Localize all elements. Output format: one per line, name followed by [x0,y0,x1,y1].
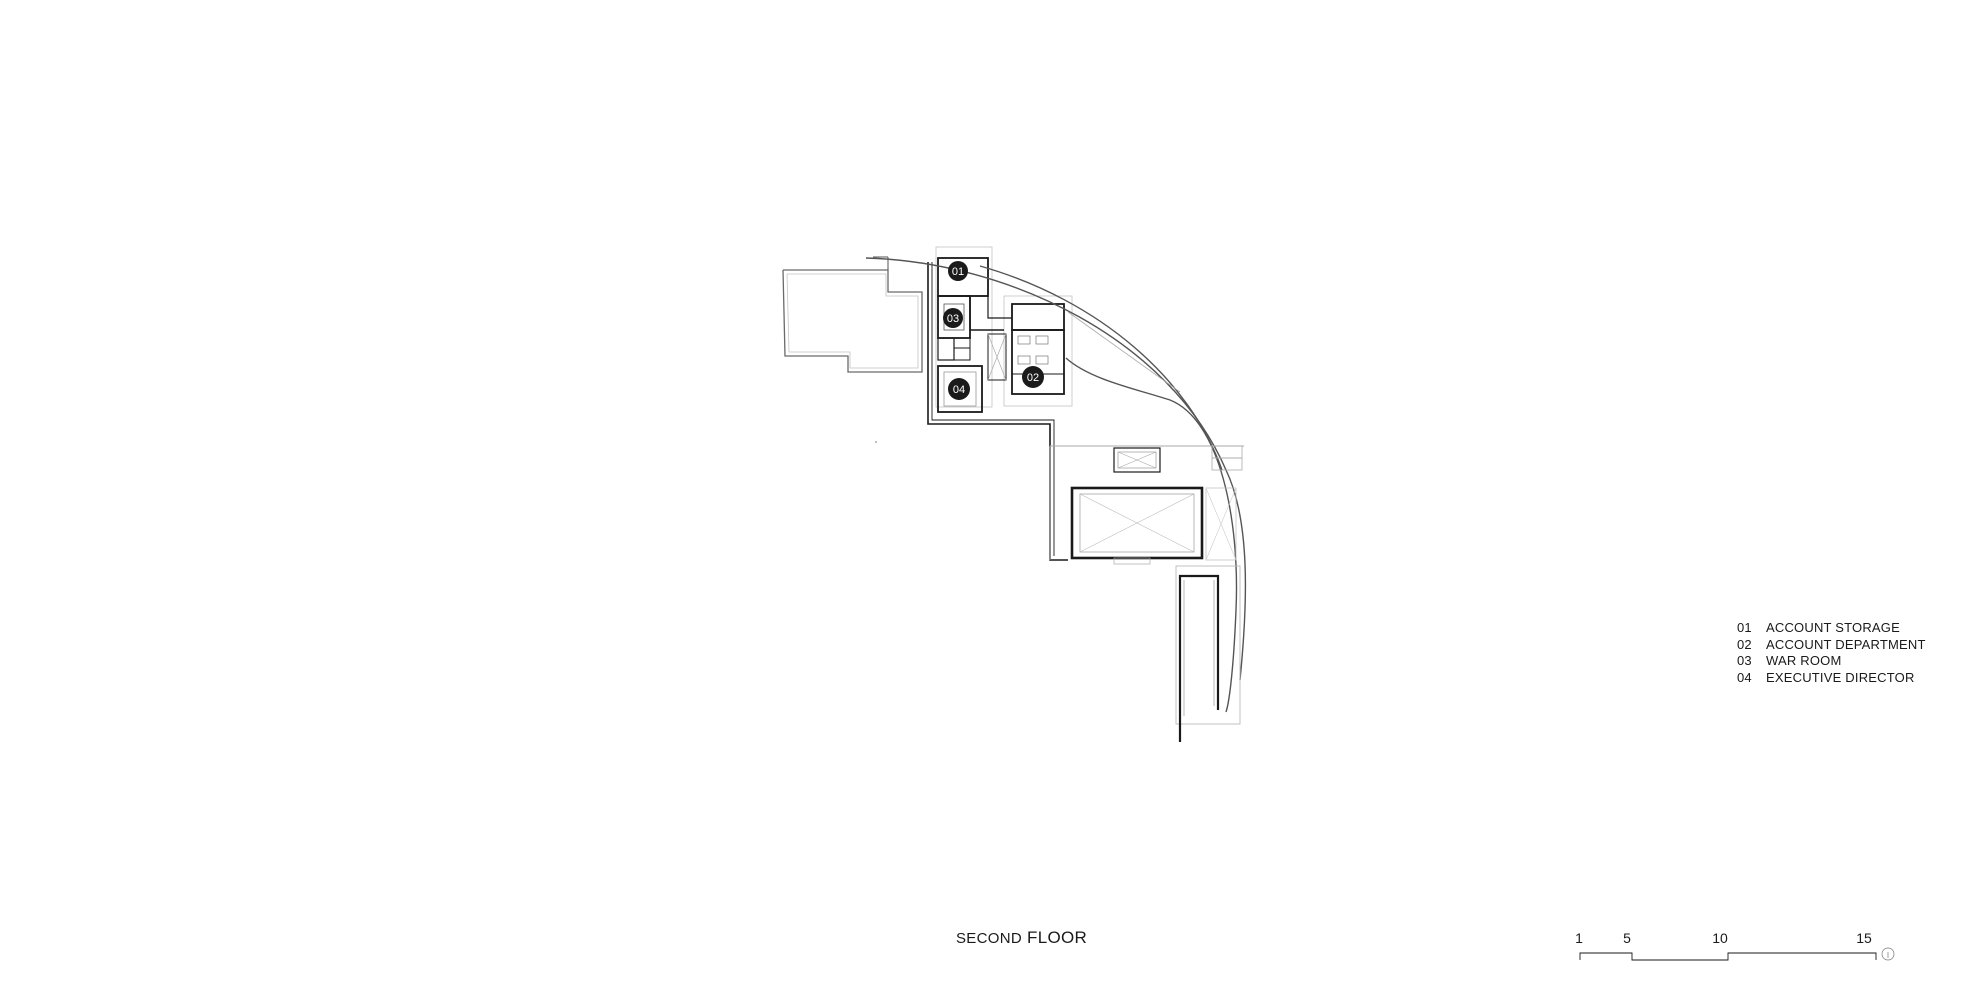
diagonal-line [1067,311,1181,393]
room-marker-01-number: 04 [953,384,965,396]
lower-wall-strip [1211,457,1243,471]
legend-item: 03 WAR ROOM [1737,653,1926,670]
south-wing-wall [1178,574,1220,718]
room-marker-01-circle [948,378,970,400]
north-arrow-icon [1881,947,1895,961]
room-marker-03-circle [943,308,963,328]
room-02-outline [1011,329,1065,395]
scale-bar [1579,952,1877,961]
room-marker-01: 04 [948,378,970,400]
room-02-desk [1035,355,1049,365]
scale-label: 10 [1712,930,1728,946]
legend-item: 04 EXECUTIVE DIRECTOR [1737,670,1926,687]
room-marker-04-number: 01 [952,266,964,278]
legend-number: 02 [1737,636,1752,652]
west-wing-outline [782,269,923,373]
drawing-title: SECOND FLOOR [956,928,1087,948]
room-02-upper [1011,303,1065,331]
small-room [937,337,955,361]
large-void-inner [1079,493,1195,553]
corridor-wall [969,296,1004,331]
legend-label: EXECUTIVE DIRECTOR [1766,669,1915,685]
room-01-inner [943,371,977,407]
room-marker-03: 03 [943,308,963,328]
legend-number: 03 [1737,653,1752,668]
stair-void [987,333,1007,381]
east-block-outline [1003,295,1073,407]
room-02-desk [1035,335,1049,345]
legend-item: 01 ACCOUNT STORAGE [1737,620,1926,637]
drawing-title-part1: SECOND [956,930,1022,947]
facade-curve-outer [865,257,1247,681]
skylight-inner [1117,451,1157,469]
room-marker-02: 02 [1022,366,1044,388]
legend-label: ACCOUNT DEPARTMENT [1766,636,1926,652]
drawing-title-part2: FLOOR [1027,928,1088,947]
upper-block-outline [935,246,993,408]
legend-item: 02 ACCOUNT DEPARTMENT [1737,637,1926,654]
scale-label: 5 [1623,930,1631,946]
plan-dot [875,441,877,443]
small-room [953,337,971,349]
large-void-cross [1079,493,1195,553]
facade-curve-inner [979,265,1223,471]
legend-number: 04 [1737,669,1752,685]
room-marker-03-number: 03 [947,313,959,325]
room-marker-02-circle [1022,366,1044,388]
facade-curve-s [1065,357,1238,713]
skylight [1113,447,1161,473]
room-02-desk [1017,355,1031,365]
west-wing-inner-outline [786,273,919,369]
small-room [953,347,971,361]
core-outline [931,262,1055,556]
corridor-wall [987,296,1013,319]
south-wing-outline [1175,565,1241,725]
room-legend: 01 ACCOUNT STORAGE 02 ACCOUNT DEPARTMENT… [1737,620,1926,686]
room-02-desk [1017,335,1031,345]
scale-label: 1 [1575,930,1583,946]
room-marker-02-number: 02 [1027,372,1039,384]
room-marker-04-circle [948,261,968,281]
skylight-cross [1117,451,1157,469]
east-strip-cross [1205,487,1237,561]
legend-number: 01 [1737,620,1752,635]
east-strip [1205,487,1237,561]
room-marker-04: 01 [948,261,968,281]
legend-label: WAR ROOM [1766,653,1842,668]
core-outline [927,262,1068,561]
legend-label: ACCOUNT STORAGE [1766,620,1900,635]
scale-label: 15 [1856,930,1872,946]
room-01-outline [937,365,983,413]
stair-void-cross [987,333,1007,381]
large-void-step [1113,557,1151,565]
